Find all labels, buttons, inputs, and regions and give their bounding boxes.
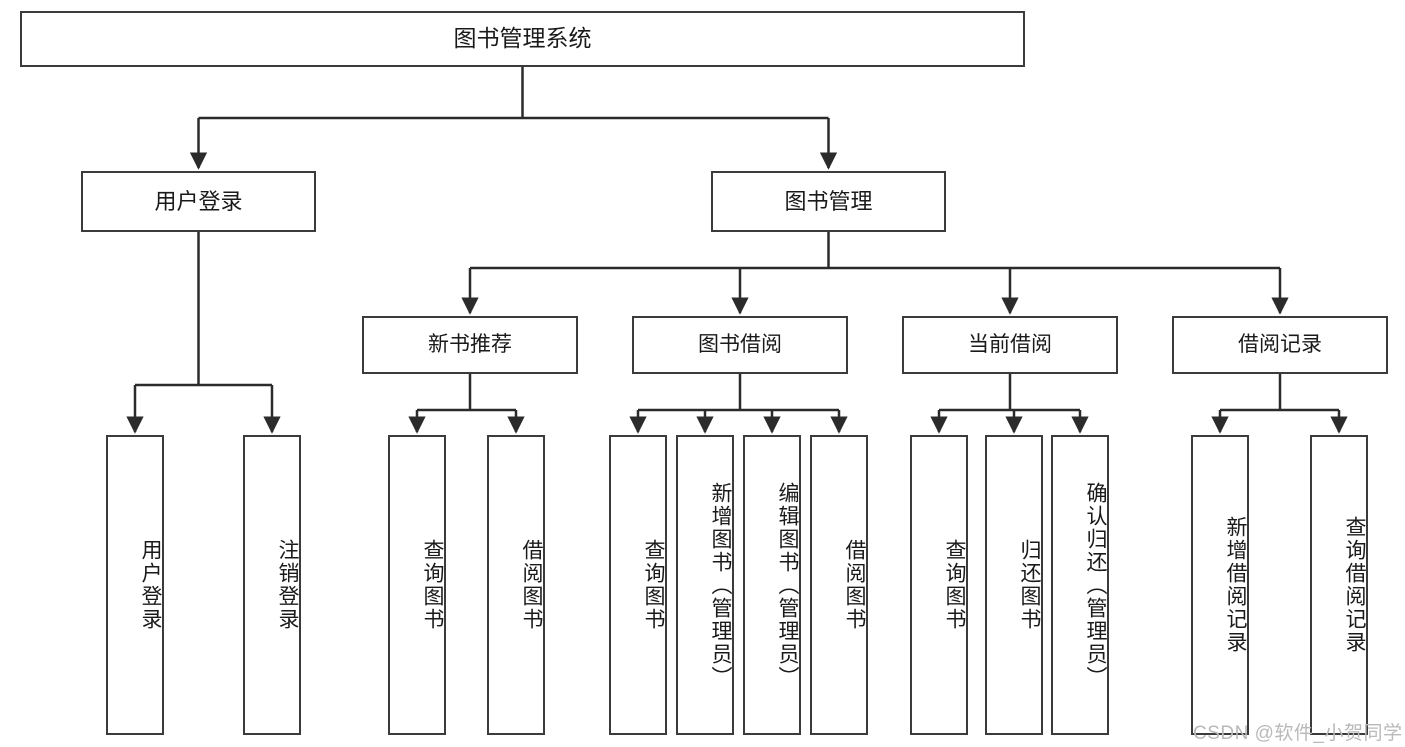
node-label-leaf-user-login: 用户登录 xyxy=(139,539,162,631)
csdn-watermark: CSDN @软件_小贺同学 xyxy=(1193,723,1403,744)
node-user-login[interactable]: 用户登录 xyxy=(81,171,316,232)
node-label-new-book-recommend: 新书推荐 xyxy=(428,332,512,356)
node-borrow-records[interactable]: 借阅记录 xyxy=(1172,316,1388,374)
node-label-leaf-query-books-current: 查询图书 xyxy=(943,539,966,631)
node-label-leaf-add-borrow-record: 新增借阅记录 xyxy=(1224,516,1247,654)
node-label-leaf-logout: 注销登录 xyxy=(276,539,299,631)
node-label-leaf-confirm-return-admin: 确认归还（管理员） xyxy=(1084,481,1107,689)
node-label-root: 图书管理系统 xyxy=(453,25,592,52)
node-label-current-borrow: 当前借阅 xyxy=(968,332,1052,356)
node-leaf-logout[interactable]: 注销登录 xyxy=(243,435,301,735)
node-leaf-return-book[interactable]: 归还图书 xyxy=(985,435,1043,735)
node-leaf-query-borrow-record[interactable]: 查询借阅记录 xyxy=(1310,435,1368,735)
node-leaf-query-books-borrow[interactable]: 查询图书 xyxy=(609,435,667,735)
node-label-leaf-add-book-admin: 新增图书（管理员） xyxy=(709,481,732,689)
node-label-leaf-query-books-borrow: 查询图书 xyxy=(642,539,665,631)
node-label-leaf-query-borrow-record: 查询借阅记录 xyxy=(1343,516,1366,654)
node-label-leaf-query-books-recommend: 查询图书 xyxy=(421,539,444,631)
node-label-user-login: 用户登录 xyxy=(154,188,243,214)
node-label-leaf-borrow-book: 借阅图书 xyxy=(843,539,866,631)
node-leaf-borrow-book[interactable]: 借阅图书 xyxy=(810,435,868,735)
node-label-borrow-records: 借阅记录 xyxy=(1238,332,1322,356)
node-root[interactable]: 图书管理系统 xyxy=(20,11,1025,67)
node-label-leaf-edit-book-admin: 编辑图书（管理员） xyxy=(776,481,799,689)
node-leaf-add-borrow-record[interactable]: 新增借阅记录 xyxy=(1191,435,1249,735)
node-label-leaf-return-book: 归还图书 xyxy=(1018,539,1041,631)
node-current-borrow[interactable]: 当前借阅 xyxy=(902,316,1118,374)
node-leaf-query-books-recommend[interactable]: 查询图书 xyxy=(388,435,446,735)
node-leaf-confirm-return-admin[interactable]: 确认归还（管理员） xyxy=(1051,435,1109,735)
node-leaf-add-book-admin[interactable]: 新增图书（管理员） xyxy=(676,435,734,735)
node-leaf-borrow-books-recommend[interactable]: 借阅图书 xyxy=(487,435,545,735)
node-label-book-management: 图书管理 xyxy=(784,188,873,214)
node-book-management[interactable]: 图书管理 xyxy=(711,171,946,232)
node-leaf-query-books-current[interactable]: 查询图书 xyxy=(910,435,968,735)
node-book-borrow[interactable]: 图书借阅 xyxy=(632,316,848,374)
node-label-book-borrow: 图书借阅 xyxy=(698,332,782,356)
node-leaf-edit-book-admin[interactable]: 编辑图书（管理员） xyxy=(743,435,801,735)
node-new-book-recommend[interactable]: 新书推荐 xyxy=(362,316,578,374)
node-leaf-user-login[interactable]: 用户登录 xyxy=(106,435,164,735)
node-label-leaf-borrow-books-recommend: 借阅图书 xyxy=(520,539,543,631)
